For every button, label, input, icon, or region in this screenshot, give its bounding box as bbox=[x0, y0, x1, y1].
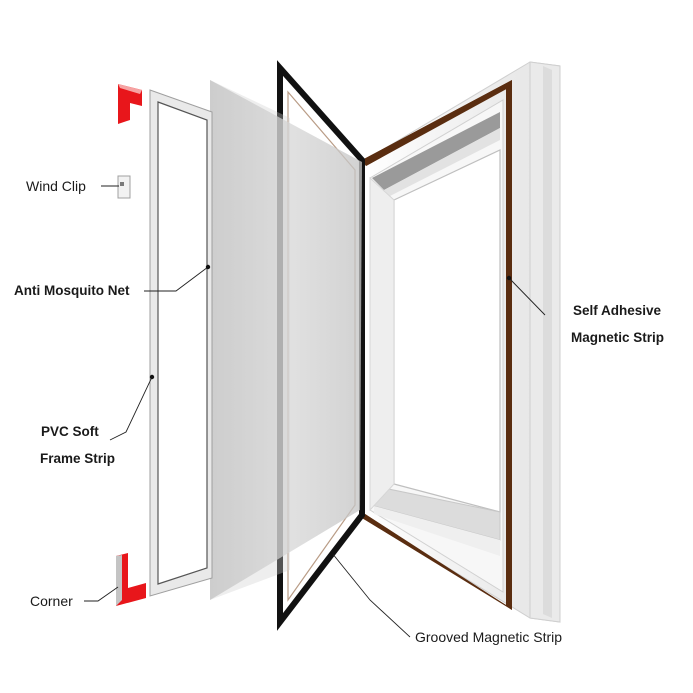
corner-bottom bbox=[116, 553, 146, 606]
label-grooved-magnetic-strip: Grooved Magnetic Strip bbox=[415, 630, 562, 644]
wind-clip bbox=[118, 176, 130, 198]
label-frame-strip: Frame Strip bbox=[40, 452, 115, 466]
label-wind-clip: Wind Clip bbox=[26, 179, 86, 193]
label-self-adhesive: Self Adhesive bbox=[573, 304, 661, 318]
label-pvc-soft: PVC Soft bbox=[41, 425, 99, 439]
corner-top bbox=[118, 84, 142, 124]
label-corner: Corner bbox=[30, 594, 73, 608]
label-anti-mosquito-net: Anti Mosquito Net bbox=[14, 284, 129, 298]
pvc-soft-frame-strip bbox=[150, 90, 212, 596]
label-magnetic-strip: Magnetic Strip bbox=[571, 331, 664, 345]
